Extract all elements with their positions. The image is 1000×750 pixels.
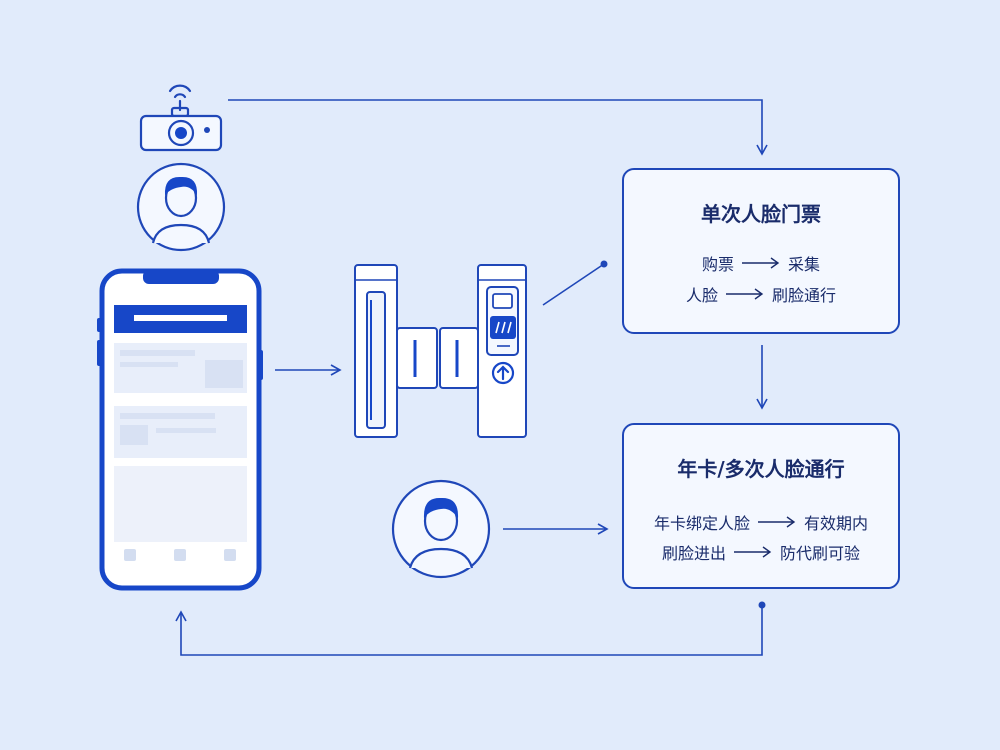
- single-ticket-row-1: 购票 采集: [624, 252, 898, 274]
- annual-pass-title: 年卡/多次人脸通行: [677, 457, 845, 481]
- flow-step: 刷脸通行: [772, 286, 837, 305]
- right-arrow-icon: [726, 288, 764, 300]
- annual-pass-row-1: 年卡绑定人脸 有效期内: [624, 511, 898, 533]
- right-arrow-icon: [734, 546, 772, 558]
- flow-step: 有效期内: [804, 514, 869, 533]
- person-icon: [391, 479, 491, 579]
- connectors: [175, 99, 768, 656]
- flow-step: 刷脸进出: [661, 544, 726, 563]
- flow-step: 年卡绑定人脸: [653, 514, 750, 533]
- annual-pass-card: 年卡/多次人脸通行 年卡绑定人脸 有效期内 刷脸进出 防代刷可验: [622, 423, 900, 589]
- single-ticket-title: 单次人脸门票: [701, 202, 821, 226]
- flow-step: 人脸: [685, 286, 718, 305]
- connector-dot: [600, 260, 608, 268]
- smartphone-icon: [97, 268, 263, 591]
- camera-to-single-ticket-connector: [228, 99, 768, 156]
- turnstile-icon: [354, 264, 527, 438]
- flow-step: 购票: [701, 255, 734, 274]
- camera-icon: [139, 84, 223, 152]
- turnstile-to-single-ticket-connector: [542, 263, 605, 306]
- single-ticket-card: 单次人脸门票 购票 采集 人脸 刷脸通行: [622, 168, 900, 334]
- flow-step: 采集: [788, 255, 821, 274]
- person-icon: [136, 162, 226, 252]
- annual-to-phone-connector: [175, 605, 763, 656]
- annual-pass-row-2: 刷脸进出 防代刷可验: [624, 541, 898, 563]
- single-ticket-row-2: 人脸 刷脸通行: [624, 283, 898, 305]
- right-arrow-icon: [758, 516, 796, 528]
- right-arrow-icon: [742, 257, 780, 269]
- flow-step: 防代刷可验: [780, 544, 861, 563]
